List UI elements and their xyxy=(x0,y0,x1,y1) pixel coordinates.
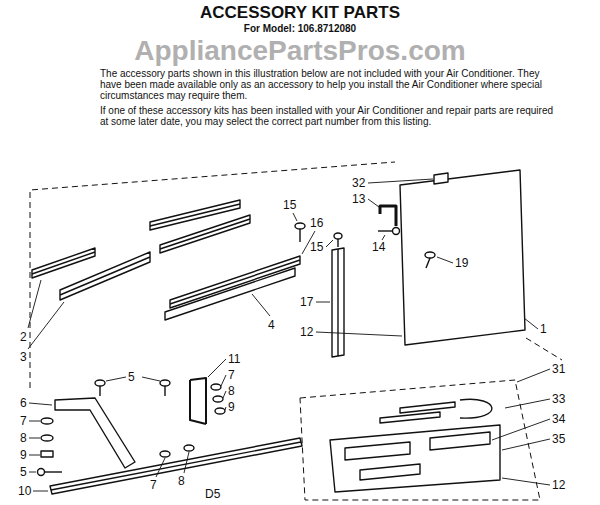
callout-number: 10 xyxy=(18,484,31,498)
callout-number: 3 xyxy=(20,350,27,364)
callout-number: 2 xyxy=(20,330,27,344)
callout-number: 19 xyxy=(455,256,468,270)
callout-number: 13 xyxy=(352,192,365,206)
callout-number: 35 xyxy=(552,432,565,446)
callout-number: 15 xyxy=(283,198,296,212)
drawing-code: D5 xyxy=(205,487,220,501)
callout-number: 8 xyxy=(228,384,235,398)
callout-number: 15 xyxy=(310,240,323,254)
callout-number: 4 xyxy=(268,318,275,332)
callout-number: 31 xyxy=(552,362,565,376)
callout-number: 1 xyxy=(540,322,547,336)
callout-number: 12 xyxy=(552,478,565,492)
callout-number: 5 xyxy=(128,370,135,384)
callout-number: 12 xyxy=(300,325,313,339)
callout-number: 11 xyxy=(228,352,240,366)
callout-number: 7 xyxy=(150,478,157,492)
callout-number: 14 xyxy=(372,240,385,254)
note-text: The accessory parts shown in this illust… xyxy=(100,68,560,101)
callout-number: 17 xyxy=(300,295,313,309)
callout-number: 7 xyxy=(20,414,27,428)
callout-number: 33 xyxy=(552,392,565,406)
model-number: For Model: 106.8712080 xyxy=(0,23,600,35)
callout-number: 34 xyxy=(552,412,565,426)
callout-number: 9 xyxy=(20,448,27,462)
watermark: AppliancePartsPros.com xyxy=(0,36,600,66)
callout-number: 8 xyxy=(20,431,27,445)
callout-number: 5 xyxy=(20,465,27,479)
callout-number: 9 xyxy=(228,400,235,414)
note-text: If one of these accessory kits has been … xyxy=(100,105,560,127)
callout-number: 8 xyxy=(178,474,185,488)
callout-number: 16 xyxy=(310,216,323,230)
callout-number: 6 xyxy=(20,396,27,410)
callout-number: 7 xyxy=(228,368,235,382)
page-title: ACCESSORY KIT PARTS xyxy=(0,3,600,23)
callout-number: 32 xyxy=(352,176,365,190)
